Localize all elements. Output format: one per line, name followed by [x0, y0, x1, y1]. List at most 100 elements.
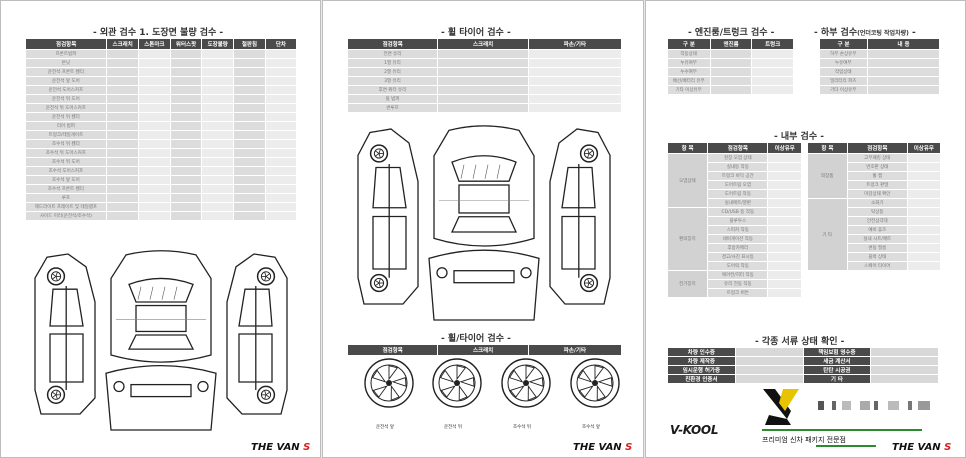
table-cell — [870, 374, 939, 384]
column-header: 철판침 — [233, 38, 266, 50]
table-cell — [138, 166, 171, 176]
table-cell: 하부 손상유무 — [819, 49, 868, 59]
table-cell — [710, 76, 753, 86]
table-cell — [233, 112, 266, 122]
table-cell: 고무패킹 상태 — [847, 153, 908, 163]
table-cell — [437, 103, 529, 113]
car-top-view — [110, 250, 212, 363]
table-row: 안전삼각대 — [808, 216, 942, 226]
table-cell — [233, 94, 266, 104]
table-cell — [751, 76, 794, 86]
table-cell: 사이드 미러(운전석/조수석) — [25, 211, 108, 221]
table-cell — [907, 243, 942, 253]
table-cell: 실내 시트/매트 — [847, 234, 908, 244]
table-cell — [867, 58, 940, 68]
table-cell: 작업상태 — [819, 67, 868, 77]
table-cell — [734, 356, 804, 366]
table-cell — [201, 130, 235, 140]
table-cell — [106, 103, 139, 113]
rim — [373, 277, 385, 289]
rim — [576, 364, 614, 402]
spoke — [55, 272, 58, 277]
headlight — [113, 380, 125, 393]
table-cell — [106, 67, 139, 77]
table-cell — [907, 180, 942, 190]
table-row: 후방카메라 — [668, 243, 802, 253]
table-row: 헤드라이트 프레이트 및 테일램프 — [25, 202, 298, 212]
column-header: 스톤마크 — [138, 38, 171, 50]
table-cell — [265, 184, 298, 194]
table-cell: 친환경 인증서 — [667, 374, 736, 384]
table-cell: 누수여부 — [667, 67, 711, 77]
table-cell — [710, 85, 753, 95]
spoke — [55, 390, 58, 395]
table-cell: 책임보험 영수증 — [802, 347, 872, 357]
spoke — [528, 377, 544, 387]
the-van-s-logo: THE VAN S — [251, 442, 311, 453]
table-row: 조수석 도어스커프 — [25, 166, 298, 176]
spoke — [264, 390, 267, 395]
spoke — [588, 150, 593, 154]
the-van-s-logo: THE VAN S — [892, 442, 952, 453]
table-row: 누수여부 — [667, 67, 794, 77]
table-cell: 3열 유리 — [347, 76, 439, 86]
table-cell: 운전석 뒤 휀더 — [25, 112, 108, 122]
table-row: 기타 이상유무 — [819, 85, 940, 95]
table-cell — [201, 202, 235, 212]
spoke — [378, 153, 381, 158]
table-cell — [201, 67, 235, 77]
table-cell — [138, 103, 171, 113]
table-cell: 세금 계산서 — [802, 356, 872, 366]
spoke — [378, 278, 381, 284]
wheel-diagrams — [364, 358, 620, 408]
table-cell — [767, 207, 802, 217]
table-row: 운전석 앞 도어 — [25, 76, 298, 86]
table-cell — [710, 58, 753, 68]
table-row: 운전석 뒤 도어 — [25, 94, 298, 104]
table-cell: 차량 인수증 — [667, 347, 736, 357]
table-cell — [138, 193, 171, 203]
table-row: 조수석 프론트 휀더 — [25, 184, 298, 194]
glass-reflection — [460, 164, 465, 179]
table-cell — [106, 166, 139, 176]
glass-reflection — [149, 286, 154, 300]
rear-window — [127, 334, 195, 350]
table-cell — [265, 175, 298, 185]
car-line — [34, 253, 96, 415]
promo-text: 프리미엄 신차 패키지 전문점 — [762, 436, 846, 444]
table-cell — [170, 67, 203, 77]
table-cell — [265, 76, 298, 86]
table-cell — [201, 76, 235, 86]
hub — [386, 380, 392, 386]
spoke — [525, 365, 536, 381]
table-cell — [437, 85, 529, 95]
table-cell — [138, 139, 171, 149]
table-cell: 스피커 작동 — [707, 225, 769, 235]
table-cell — [138, 94, 171, 104]
table-cell — [265, 193, 298, 203]
headlight — [520, 267, 532, 279]
table-cell: 임시운행 허가증 — [667, 365, 736, 375]
spoke — [52, 273, 57, 277]
table-cell — [233, 121, 266, 131]
table-cell — [265, 94, 298, 104]
table-cell: 운전석 뒤 도어스커프 — [25, 103, 108, 113]
store-logo-icon — [763, 389, 799, 425]
table-cell: 기타 이상유무 — [667, 85, 711, 95]
table-cell: 스페어 타이어 — [847, 261, 908, 271]
table-cell — [233, 157, 266, 167]
table-cell: 전면 유리 — [347, 49, 439, 59]
spoke — [264, 272, 267, 277]
spoke — [265, 394, 270, 398]
window — [49, 288, 84, 327]
table-cell — [233, 67, 266, 77]
spoke — [55, 394, 58, 399]
table-cell: 소화기 — [847, 198, 908, 208]
spoke — [371, 369, 387, 383]
table-cell — [201, 112, 235, 122]
